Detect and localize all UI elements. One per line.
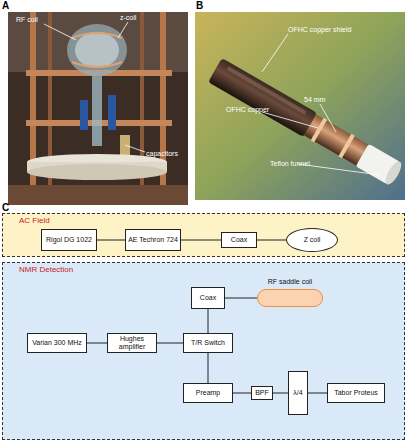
signal-line xyxy=(208,309,209,333)
node-label: Rigol DG 1022 xyxy=(46,236,92,244)
signal-line xyxy=(225,298,257,299)
signal-line xyxy=(157,343,183,344)
part-label: capacitors xyxy=(146,150,178,157)
signal-line xyxy=(87,343,107,344)
coil-ellipse: Z coil xyxy=(286,228,338,252)
node-label: Coax xyxy=(200,294,216,302)
panel-letter: B xyxy=(196,0,203,11)
node-label: AE Techron 724 xyxy=(128,236,178,244)
node-label: RF saddle coil xyxy=(258,278,322,285)
instrument-box: Hughes amplifier xyxy=(107,333,157,353)
node-label: T/R Switch xyxy=(191,339,225,347)
signal-line xyxy=(233,393,251,394)
node-label: Tabor Proteus xyxy=(334,389,378,397)
quarter-wave-box: λ/4 xyxy=(288,371,308,415)
instrument-box: AE Techron 724 xyxy=(125,229,181,251)
instrument-box: Rigol DG 1022 xyxy=(41,229,97,251)
photo-probe-insert xyxy=(8,12,188,205)
node-label: BPF xyxy=(255,389,269,397)
dashed-group-band: NMR DetectionCoax RF saddle coilVarian 30… xyxy=(2,262,405,440)
photo-probe-shield xyxy=(195,12,405,200)
switch-box: T/R Switch xyxy=(183,333,233,353)
digitizer-box: Tabor Proteus xyxy=(327,383,385,403)
cable-box: Coax xyxy=(191,287,225,309)
part-label: z-coil xyxy=(120,14,136,21)
node-label: Varian 300 MHz xyxy=(32,339,82,347)
leader-lines-b xyxy=(262,34,380,175)
signal-line xyxy=(208,353,209,383)
signal-line xyxy=(181,240,221,241)
dimension-label: 54 mm xyxy=(304,96,325,103)
group-heading: NMR Detection xyxy=(19,265,73,274)
signal-line xyxy=(257,240,286,241)
panel-letter: A xyxy=(2,0,9,11)
signal-line xyxy=(97,240,125,241)
leader-lines-a xyxy=(44,22,145,152)
instrument-box: Varian 300 MHz xyxy=(27,333,87,353)
node-label: Coax xyxy=(231,236,247,244)
dashed-group-band: AC FieldRigol DG 1022 AE Techron 724 Coax Z… xyxy=(2,213,405,257)
amplifier-box: Preamp xyxy=(183,383,233,403)
filter-box: BPF xyxy=(251,386,273,400)
node-label: Hughes amplifier xyxy=(109,335,155,351)
cable-box: Coax xyxy=(221,232,257,248)
group-heading: AC Field xyxy=(19,216,50,225)
part-label: OFHC copper shield xyxy=(288,26,351,33)
signal-line xyxy=(273,393,288,394)
node-label: Z coil xyxy=(304,236,321,244)
part-label: Teflon funnel xyxy=(270,160,310,167)
part-label: RF coil xyxy=(16,16,38,23)
part-label: OFHC copper xyxy=(226,106,269,113)
node-label: Preamp xyxy=(196,389,221,397)
saddle-coil-shape: RF saddle coil xyxy=(257,289,323,307)
signal-line xyxy=(308,393,327,394)
panel-letter: C xyxy=(2,202,9,213)
node-label: λ/4 xyxy=(293,389,302,397)
